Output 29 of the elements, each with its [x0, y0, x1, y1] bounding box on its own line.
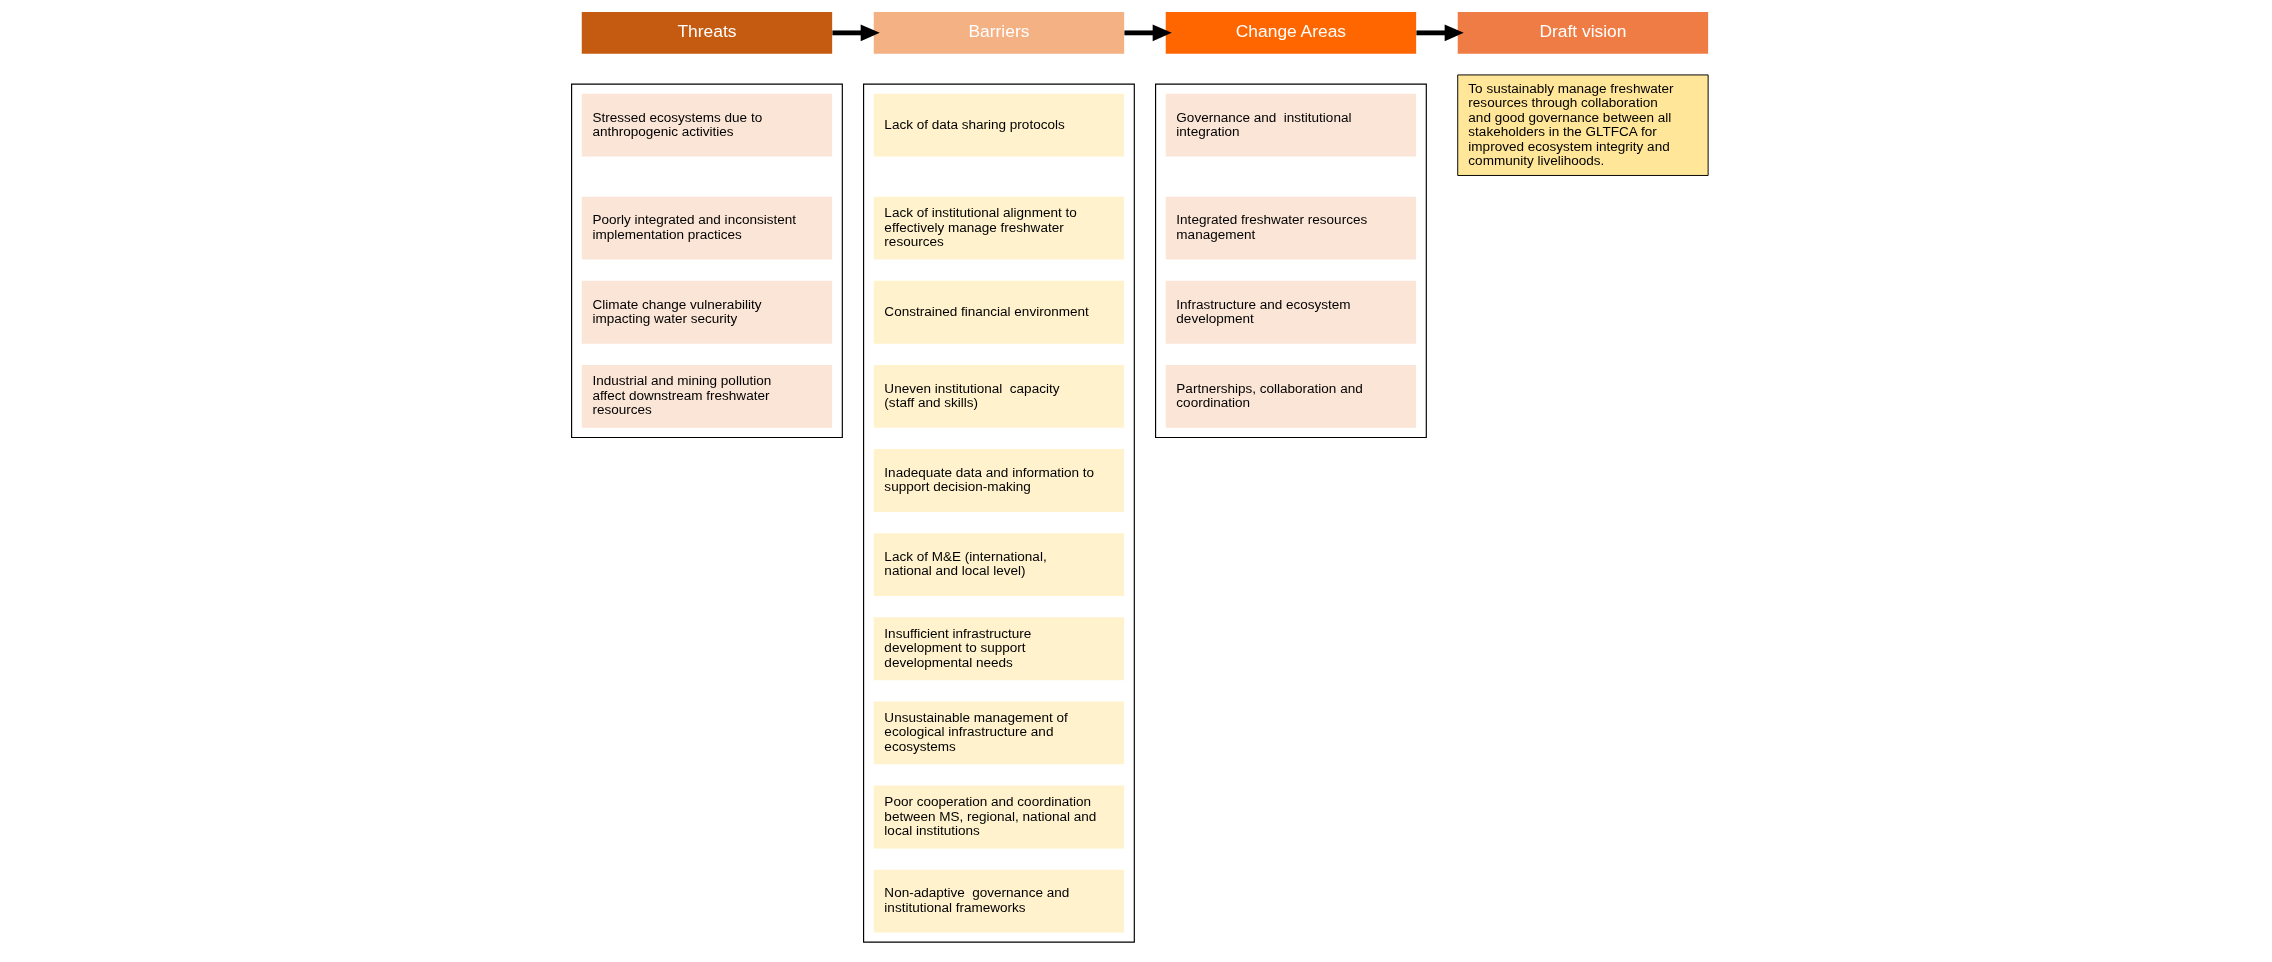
node-box: Draft vision [1457, 12, 1709, 54]
node-box: Integrated freshwater resources management [1165, 196, 1417, 260]
node-box: Infrastructure and ecosystem development [1165, 280, 1417, 344]
node-box: Poorly integrated and inconsistent implementation practices [581, 196, 833, 260]
node-box: Insufficient infrastructure development to support developmental needs [873, 617, 1125, 681]
node-box: Change Areas [1165, 12, 1417, 54]
node-box: To sustainably manage freshwater resources through collaboration and good governance between all stakeholders in the GLTFCA for improved ecosystem integrity and community livelihoods. [1457, 74, 1709, 176]
node-box: Poor cooperation and coordination between MS, regional, national and local institutions [873, 785, 1125, 849]
node-box: Inadequate data and information to support decision-making [873, 449, 1125, 512]
node-box: Lack of data sharing protocols [873, 93, 1125, 157]
arrow [832, 24, 880, 42]
node-box: Governance and institutional integration [1165, 93, 1417, 157]
node-box: Uneven institutional capacity (staff and skills) [873, 365, 1125, 428]
node-box: Non-adaptive governance and institutional frameworks [873, 869, 1125, 933]
node-box: Lack of institutional alignment to effectively manage freshwater resources [873, 196, 1125, 260]
node-box: Lack of M&E (international, national and local level) [873, 533, 1125, 597]
cluster [571, 83, 843, 439]
node-box: Industrial and mining pollution affect downstream freshwater resources [581, 365, 833, 428]
cluster [863, 83, 1135, 943]
node-box: Unsustainable management of ecological infrastructure and ecosystems [873, 701, 1125, 765]
node-box: Constrained financial environment [873, 280, 1125, 344]
node-box: Stressed ecosystems due to anthropogenic activities [581, 93, 833, 157]
arrow [1416, 24, 1464, 42]
node-box: Barriers [873, 12, 1125, 54]
node-box: Threats [581, 12, 833, 54]
node-box: Partnerships, collaboration and coordination [1165, 365, 1417, 428]
node-box: Climate change vulnerability impacting water security [581, 280, 833, 344]
cluster [1155, 83, 1427, 439]
arrow [1124, 24, 1172, 42]
